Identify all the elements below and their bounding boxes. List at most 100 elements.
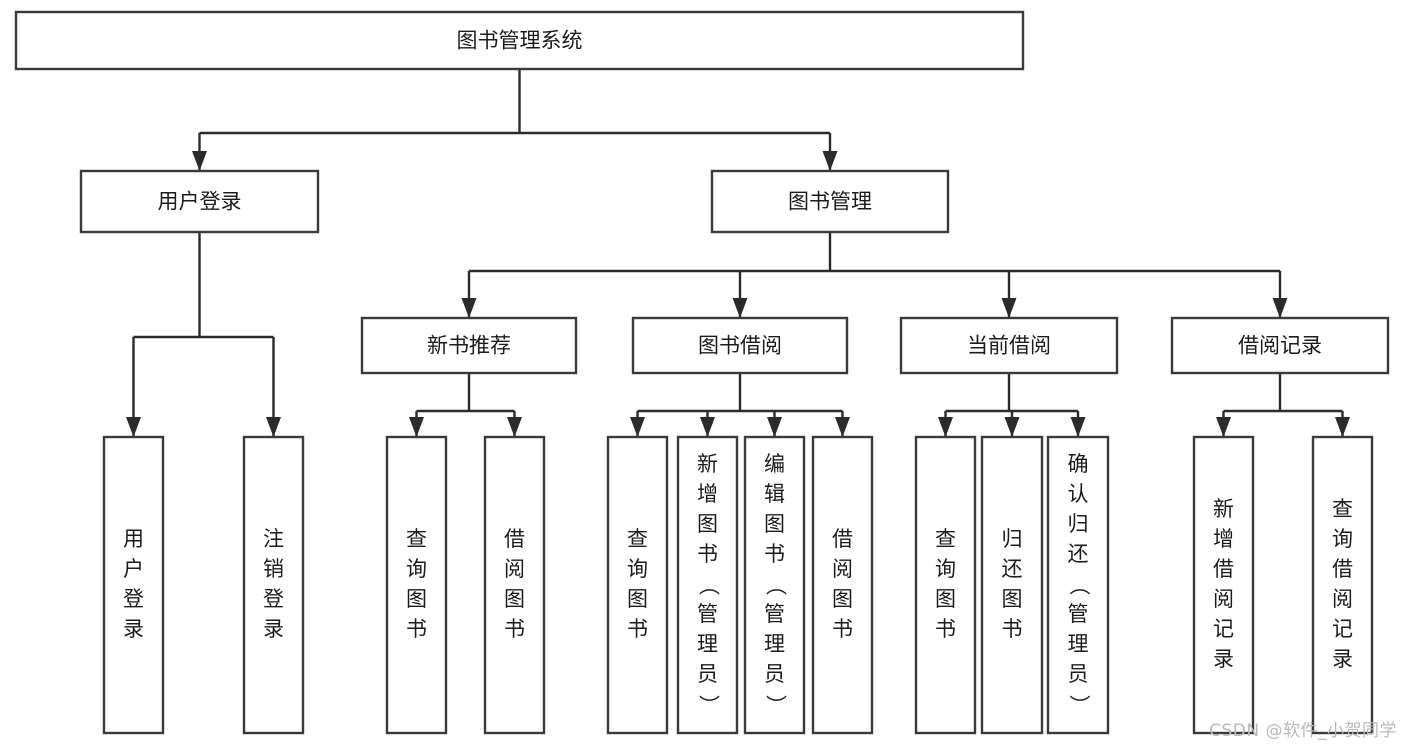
node-label-char: 管	[764, 602, 785, 626]
node-label-char: 图	[935, 587, 956, 611]
node-label-char: 书	[504, 617, 525, 641]
arrowhead-icon	[1004, 417, 1020, 437]
node-label-char: （	[697, 575, 721, 596]
arrowhead-icon	[1272, 298, 1288, 318]
node-label-char: 书	[935, 617, 956, 641]
node-rect	[102, 435, 165, 735]
node-label-char: 阅	[1332, 587, 1353, 611]
node-label-char: 图	[1002, 587, 1023, 611]
level3-node-2[interactable]: 当前借阅	[899, 316, 1119, 375]
node-rect	[676, 435, 739, 735]
node-label-char: 询	[935, 557, 956, 581]
level3-node-0[interactable]: 新书推荐	[360, 316, 578, 375]
node-label-char: 还	[1002, 557, 1023, 581]
arrowhead-icon	[835, 417, 850, 437]
level3-node-1[interactable]: 图书借阅	[631, 316, 849, 375]
arrowhead-icon	[1001, 298, 1017, 318]
arrowhead-icon	[700, 417, 715, 437]
node-label-char: 书	[697, 542, 718, 566]
node-label-char: 编	[764, 452, 785, 476]
leaf-node-0[interactable]: 用户登录	[102, 435, 165, 735]
node-rect	[914, 435, 977, 735]
node-label-char: 书	[1002, 617, 1023, 641]
arrowhead-icon	[409, 417, 424, 437]
arrowhead-icon	[630, 417, 645, 437]
level2-node-0[interactable]: 用户登录	[79, 169, 320, 234]
node-label-char: （	[764, 575, 788, 596]
node-label-char: 图	[406, 587, 427, 611]
node-rect	[1170, 316, 1390, 375]
arrowhead-icon	[822, 151, 838, 171]
node-label-char: 录	[123, 617, 144, 641]
node-label-char: 辑	[764, 482, 785, 506]
arrowhead-icon	[1335, 417, 1350, 437]
arrowhead-icon	[1070, 417, 1086, 437]
node-label-char: 记	[1332, 617, 1353, 641]
node-label: 新书推荐	[427, 334, 511, 358]
node-label-char: 阅	[1213, 587, 1234, 611]
arrowhead-icon	[126, 417, 141, 437]
node-label-char: 询	[406, 557, 427, 581]
node-label-char: 借	[1332, 557, 1353, 581]
node-rect	[360, 316, 578, 375]
node-label-char: 新	[1213, 497, 1234, 521]
node-label-char: 图	[504, 587, 525, 611]
node-label-char: 登	[263, 587, 284, 611]
arrowhead-icon	[461, 298, 477, 318]
node-label: 图书管理系统	[457, 29, 583, 53]
node-rect	[710, 169, 950, 234]
node-label-char: 书	[832, 617, 853, 641]
node-label-char: 询	[1332, 527, 1353, 551]
node-label-char: （	[1067, 575, 1091, 596]
node-label: 用户登录	[158, 190, 242, 214]
node-label: 当前借阅	[967, 334, 1051, 358]
arrowhead-icon	[938, 417, 953, 437]
node-label-char: 管	[697, 602, 718, 626]
node-label-char: 增	[1213, 527, 1234, 551]
node-label-char: 增	[697, 482, 718, 506]
node-label-char: 认	[1068, 482, 1089, 506]
node-rect	[631, 316, 849, 375]
node-label-char: 员	[764, 662, 785, 686]
level2-node-1[interactable]: 图书管理	[710, 169, 950, 234]
level3-node-3[interactable]: 借阅记录	[1170, 316, 1390, 375]
node-label-char: ）	[697, 695, 721, 716]
node-label-char: 借	[832, 527, 853, 551]
node-label-char: ）	[764, 695, 788, 716]
arrowhead-icon	[732, 298, 748, 318]
csdn-watermark: CSDN @软件_小贺同学	[1209, 721, 1397, 741]
arrowhead-icon	[266, 417, 281, 437]
root-node[interactable]: 图书管理系统	[14, 10, 1025, 71]
node-rect	[899, 316, 1119, 375]
node-label-char: 书	[764, 542, 785, 566]
node-label-char: 户	[123, 557, 144, 581]
node-rect	[242, 435, 305, 735]
node-label-char: 阅	[504, 557, 525, 581]
node-label-char: 查	[1332, 497, 1353, 521]
node-label-char: 记	[1213, 617, 1234, 641]
node-label-char: 理	[764, 632, 785, 656]
node-label-char: 图	[697, 512, 718, 536]
node-label-char: 借	[504, 527, 525, 551]
node-label-char: 图	[832, 587, 853, 611]
node-label-char: 用	[123, 527, 144, 551]
node-label-char: 理	[697, 632, 718, 656]
node-rect	[1192, 435, 1255, 735]
node-label-char: 登	[123, 587, 144, 611]
node-label-char: 员	[1068, 662, 1089, 686]
node-label-char: 归	[1002, 527, 1023, 551]
node-label: 借阅记录	[1238, 334, 1322, 358]
node-label: 图书借阅	[698, 334, 782, 358]
